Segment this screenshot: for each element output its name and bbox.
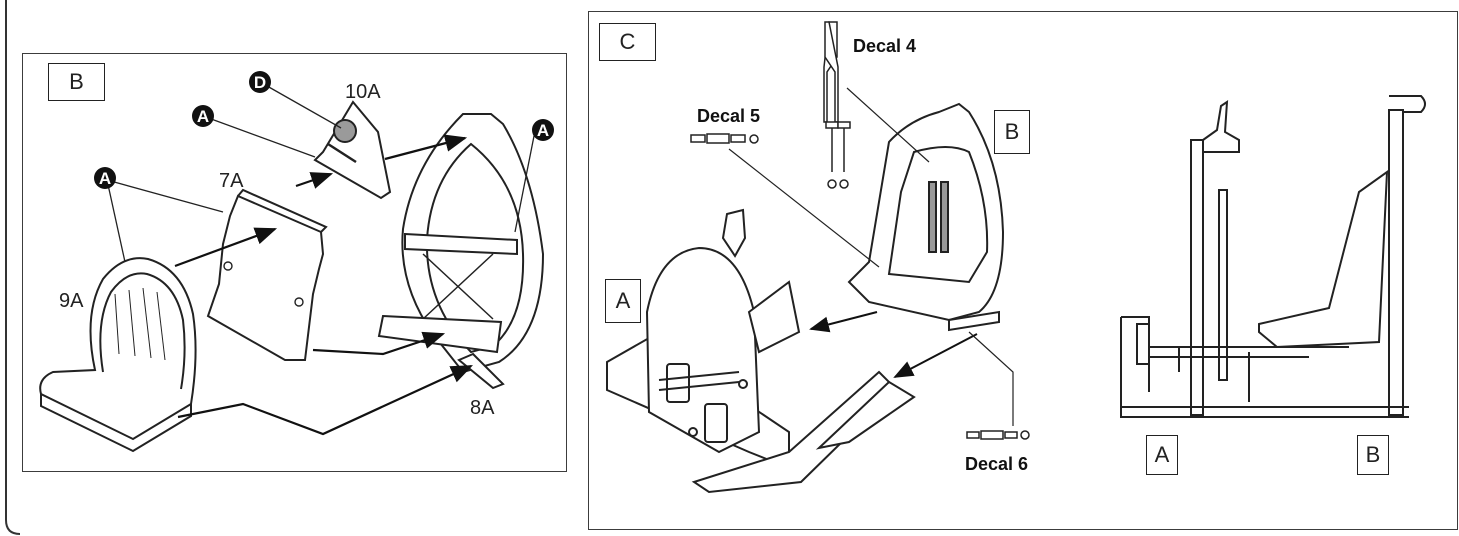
part-number-7a: 7A [219,170,244,192]
panel-b-drawing: A A A D 10A 7A 9A 8A [39,71,554,453]
svg-text:A: A [99,169,111,188]
part-number-9a: 9A [59,290,84,312]
seat-assembly [847,102,1005,332]
frame-part-8a [377,113,545,390]
svg-text:D: D [254,73,266,92]
side-view-label-b: B [1357,435,1389,475]
leader-lines [106,81,536,263]
installation-arrows [809,311,978,378]
plate-part-7a [206,188,328,361]
panel-c-sub-label-a: A [605,279,641,323]
panel-b: B [22,53,567,472]
decal-5-illustration [690,133,759,144]
panel-c-sub-label-b: B [994,110,1030,154]
svg-text:A: A [537,121,549,140]
callout-d: D [249,71,271,93]
callout-a-right: A [532,119,554,141]
panel-c-step-label: C [599,23,656,61]
decal-6-label: Decal 6 [965,454,1028,474]
headrest-part-10a [313,100,392,200]
side-view-schematic [1120,95,1426,418]
decal-6-illustration [966,430,1030,440]
callout-a-top: A [192,105,214,127]
assembly-arrows [174,134,473,436]
panel-b-step-label: B [48,63,105,101]
decal-leader-lines [728,87,1014,426]
callout-a-left: A [94,167,116,189]
side-view-label-a: A [1146,435,1178,475]
page-edge-rule [5,0,20,535]
part-number-8a: 8A [470,397,495,419]
svg-text:A: A [197,107,209,126]
decal-4-label: Decal 4 [853,36,916,56]
decal-5-label: Decal 5 [697,106,760,126]
seat-part-9a [39,257,197,453]
part-number-10a: 10A [345,81,381,103]
panel-c: C A B A B [588,11,1458,530]
cockpit-tub-assembly [606,208,916,494]
decal-4-illustration [823,21,851,189]
panel-c-drawing: Decal 4 Decal 5 Decal 6 [606,21,1426,494]
